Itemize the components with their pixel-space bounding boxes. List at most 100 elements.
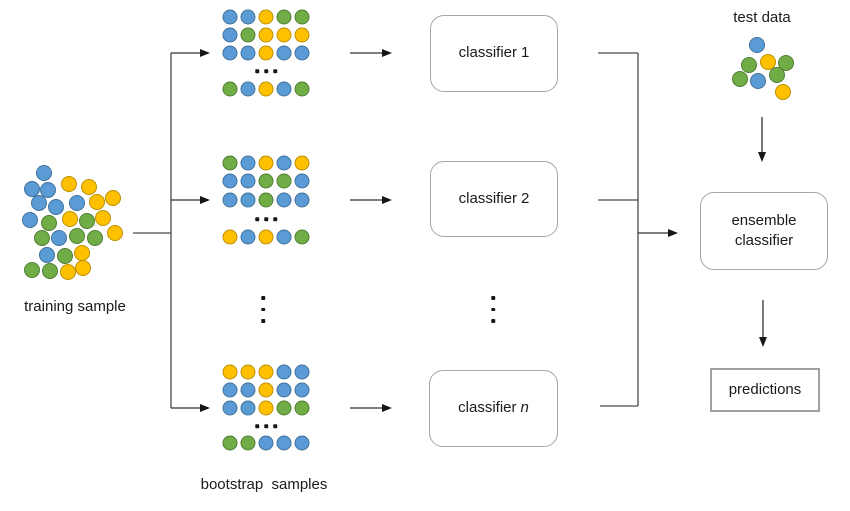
data-dot-yellow [222, 229, 238, 245]
data-dot-green [42, 263, 58, 279]
data-dot-yellow [258, 9, 274, 25]
data-dot-yellow [258, 45, 274, 61]
data-dot-blue [31, 195, 47, 211]
data-dot-yellow [294, 27, 310, 43]
data-dot-green [276, 9, 292, 25]
ellipsis-dot [255, 424, 259, 428]
bootstrap-samples-label: bootstrap samples [200, 476, 328, 493]
data-dot-blue [240, 382, 256, 398]
data-dot-yellow [760, 54, 776, 70]
data-dot-blue [36, 165, 52, 181]
ellipsis-dot [273, 424, 277, 428]
data-dot-blue [276, 435, 292, 451]
ellipsis-dot [264, 69, 268, 73]
data-dot-green [294, 229, 310, 245]
data-dot-yellow [61, 176, 77, 192]
data-dot-blue [240, 400, 256, 416]
data-dot-green [57, 248, 73, 264]
data-dot-green [769, 67, 785, 83]
data-dot-blue [749, 37, 765, 53]
data-dot-blue [276, 364, 292, 380]
data-dot-blue [240, 229, 256, 245]
data-dot-yellow [222, 364, 238, 380]
data-dot-blue [222, 173, 238, 189]
data-dot-green [222, 155, 238, 171]
data-dot-green [79, 213, 95, 229]
data-dot-green [240, 27, 256, 43]
ellipsis-dot [255, 217, 259, 221]
data-dot-blue [276, 382, 292, 398]
data-dot-yellow [240, 364, 256, 380]
data-dot-blue [40, 182, 56, 198]
data-dot-blue [240, 192, 256, 208]
data-dot-blue [276, 192, 292, 208]
data-dot-yellow [258, 229, 274, 245]
data-dot-blue [222, 9, 238, 25]
data-dot-blue [69, 195, 85, 211]
test-data-label: test data [733, 9, 791, 26]
data-dot-yellow [258, 81, 274, 97]
data-dot-blue [258, 435, 274, 451]
data-dot-blue [294, 45, 310, 61]
data-dot-green [732, 71, 748, 87]
vertical-ellipsis-samples [261, 296, 265, 323]
data-dot-blue [294, 364, 310, 380]
data-dot-blue [240, 9, 256, 25]
data-dot-blue [276, 45, 292, 61]
data-dot-yellow [89, 194, 105, 210]
data-dot-green [778, 55, 794, 71]
ellipsis-dot [273, 217, 277, 221]
data-dot-green [24, 262, 40, 278]
ensemble-classifier-label: ensemble classifier [731, 211, 797, 249]
data-dot-yellow [258, 382, 274, 398]
training-sample-label: training sample [24, 298, 126, 315]
data-dot-green [276, 173, 292, 189]
data-dot-blue [240, 45, 256, 61]
data-dot-yellow [75, 260, 91, 276]
data-dot-blue [276, 155, 292, 171]
data-dot-blue [750, 73, 766, 89]
ensemble-classifier-box: ensemble classifier [700, 192, 828, 270]
data-dot-green [741, 57, 757, 73]
data-dot-yellow [258, 27, 274, 43]
data-dot-blue [240, 173, 256, 189]
data-dot-yellow [258, 364, 274, 380]
data-dot-yellow [258, 400, 274, 416]
data-dot-green [294, 81, 310, 97]
data-dot-blue [276, 229, 292, 245]
data-dot-blue [294, 435, 310, 451]
data-dot-blue [240, 81, 256, 97]
data-dot-blue [39, 247, 55, 263]
data-dot-green [222, 81, 238, 97]
data-dot-green [294, 400, 310, 416]
data-dot-blue [222, 192, 238, 208]
data-dot-yellow [294, 155, 310, 171]
data-dot-blue [294, 382, 310, 398]
data-dot-yellow [276, 27, 292, 43]
data-dot-yellow [95, 210, 111, 226]
data-dot-yellow [107, 225, 123, 241]
data-dot-green [240, 435, 256, 451]
ellipsis-dot [264, 424, 268, 428]
predictions-box: predictions [710, 368, 820, 412]
ellipsis-dot [255, 69, 259, 73]
data-dot-green [34, 230, 50, 246]
ellipsis-dot [273, 69, 277, 73]
data-dot-blue [294, 192, 310, 208]
data-dot-yellow [81, 179, 97, 195]
data-dot-blue [222, 27, 238, 43]
data-dot-blue [48, 199, 64, 215]
data-dot-yellow [62, 211, 78, 227]
data-dot-green [69, 228, 85, 244]
data-dot-blue [240, 155, 256, 171]
predictions-label: predictions [728, 380, 802, 398]
data-dot-green [294, 9, 310, 25]
